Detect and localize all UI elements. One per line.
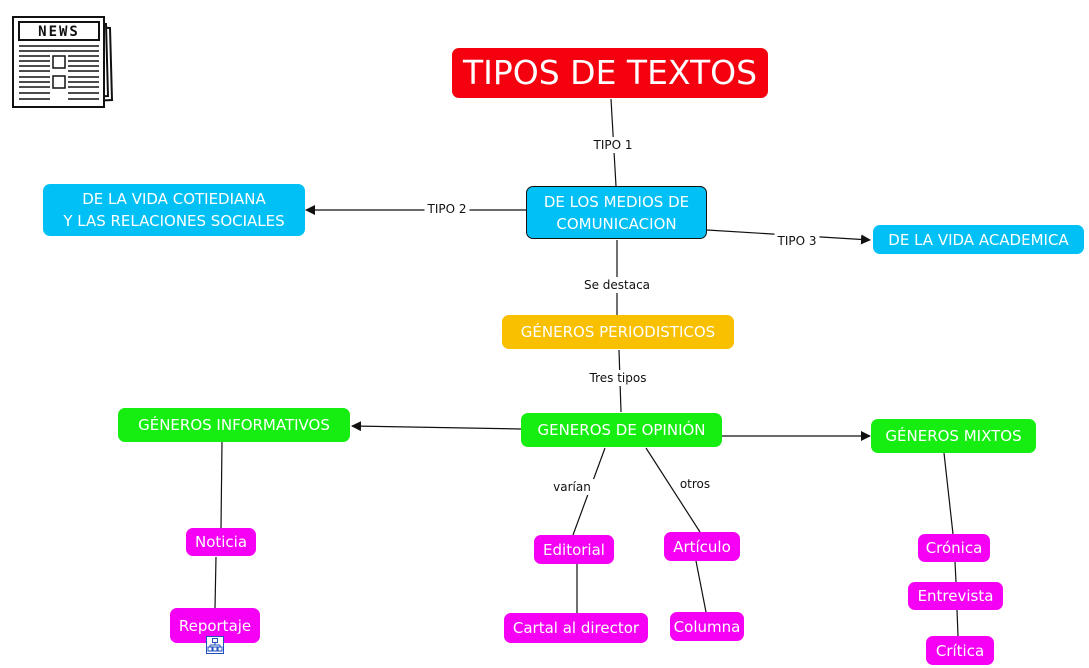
edge-articulo-columna <box>695 560 707 613</box>
newspaper-icon: NEWS <box>12 16 114 108</box>
node-entrevista[interactable]: Entrevista <box>908 582 1003 610</box>
node-vida-academica[interactable]: DE LA VIDA ACADEMICA <box>873 225 1084 254</box>
node-articulo[interactable]: Artículo <box>664 532 740 561</box>
edge-label-tipo-3: TIPO 3 <box>774 233 820 249</box>
node-editorial[interactable]: Editorial <box>534 535 614 564</box>
edge-entrevista-critica <box>956 609 959 637</box>
node-medios-de-comunicacion[interactable]: DE LOS MEDIOS DE COMUNICACION <box>526 186 707 239</box>
node-tipos-de-textos[interactable]: TIPOS DE TEXTOS <box>452 48 768 98</box>
edge-informativos-noticia <box>220 441 223 529</box>
edge-label-se-destaca: Se destaca <box>580 277 654 293</box>
edge-label-tipo-1: TIPO 1 <box>590 137 636 153</box>
node-noticia[interactable]: Noticia <box>186 528 256 556</box>
edge-opinion-articulo <box>645 447 701 533</box>
node-vida-cotidiana[interactable]: DE LA VIDA COTIEDIANA Y LAS RELACIONES S… <box>43 184 305 236</box>
edge-cronica-entrevista <box>954 561 957 583</box>
node-generos-informativos[interactable]: GÉNEROS INFORMATIVOS <box>118 408 350 442</box>
newspaper-masthead: NEWS <box>38 24 80 40</box>
edge-opinion-informativos <box>351 421 522 432</box>
edge-label-otros: otros <box>676 476 714 492</box>
edge-label-varian: varían <box>550 479 594 495</box>
edge-noticia-reportaje <box>214 556 217 609</box>
edge-mixtos-cronica <box>943 452 954 535</box>
node-columna[interactable]: Columna <box>670 612 744 641</box>
node-generos-mixtos[interactable]: GÉNEROS MIXTOS <box>871 419 1036 453</box>
sitemap-icon[interactable] <box>206 636 224 654</box>
node-critica[interactable]: Crítica <box>926 636 994 665</box>
node-carta-al-director[interactable]: Cartal al director <box>504 613 648 643</box>
node-generos-de-opinion[interactable]: GENEROS DE OPINIÓN <box>521 413 722 447</box>
node-generos-periodisticos[interactable]: GÉNEROS PERIODISTICOS <box>502 315 734 349</box>
edge-label-tipo-2: TIPO 2 <box>424 201 470 217</box>
node-cronica[interactable]: Crónica <box>918 534 990 562</box>
edge-label-tres-tipos: Tres tipos <box>586 370 650 386</box>
